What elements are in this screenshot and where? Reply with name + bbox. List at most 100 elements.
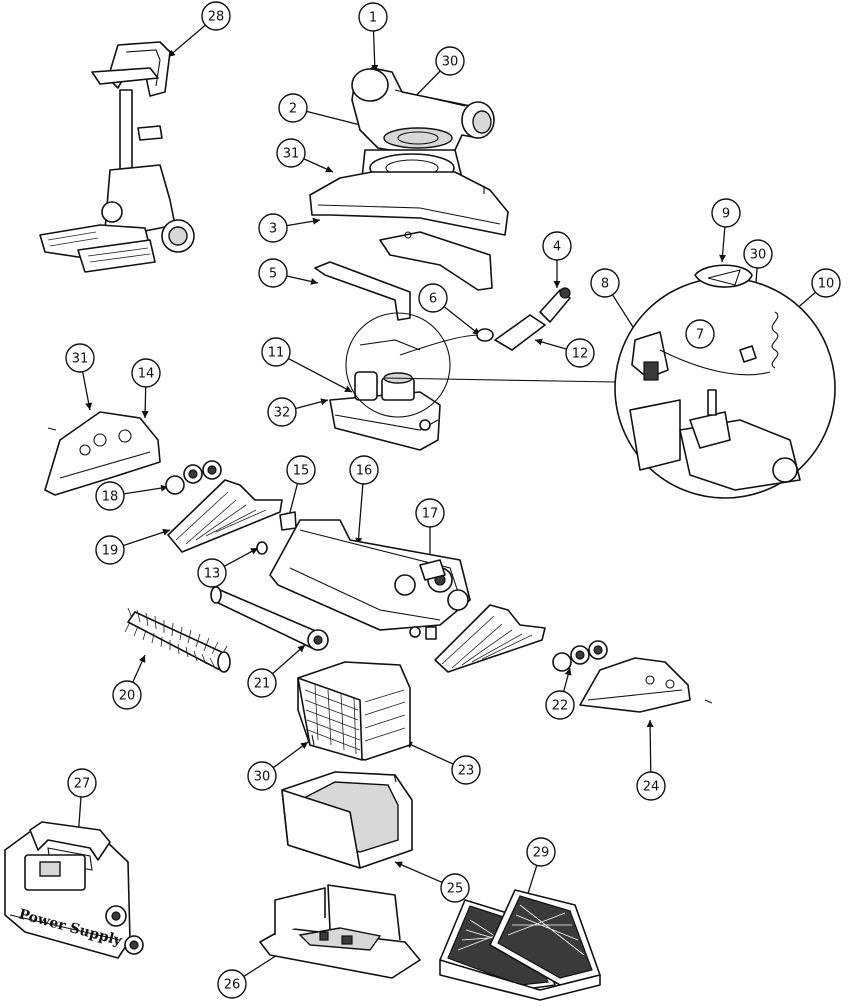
callout-20: 20 — [112, 680, 142, 710]
leader-arrow-11 — [344, 385, 352, 392]
callout-number: 10 — [818, 277, 835, 292]
callout-27: 27 — [67, 768, 97, 798]
callout-number: 8 — [601, 277, 609, 292]
leader-arrow-18 — [160, 484, 168, 492]
callout-circle — [418, 283, 448, 313]
drive-wheels-right — [552, 640, 608, 672]
callout-number: 2 — [289, 102, 297, 117]
callout-circle — [67, 768, 97, 798]
callout-26: 26 — [217, 969, 247, 999]
callout-number: 28 — [208, 10, 225, 25]
leader-line-25 — [394, 861, 443, 884]
leader-arrow-31 — [85, 402, 93, 410]
callout-number: 24 — [643, 780, 660, 795]
callout-22: 22 — [545, 690, 575, 720]
callout-circle — [565, 338, 595, 368]
callout-30: 30 — [743, 239, 773, 269]
leader-arrow-13 — [250, 548, 258, 555]
leader-arrow-25 — [395, 861, 403, 868]
callout-30: 30 — [247, 761, 277, 791]
leader-arrow-30 — [300, 742, 308, 749]
leader-arrow-3 — [312, 217, 320, 225]
leader-arrow-22 — [564, 668, 572, 676]
brush — [124, 607, 231, 673]
callout-circle — [435, 46, 465, 76]
leader-arrow-19 — [162, 528, 170, 536]
callout-circle — [278, 93, 308, 123]
callout-19: 19 — [95, 535, 125, 565]
callout-circle — [201, 1, 231, 31]
callout-28: 28 — [201, 1, 231, 31]
callout-circle — [258, 258, 288, 288]
right-side-panel — [579, 657, 713, 713]
callout-number: 29 — [533, 846, 550, 861]
cable-swivel — [399, 287, 571, 356]
track-left — [167, 479, 283, 553]
callout-circle — [542, 231, 572, 261]
callout-circle — [261, 337, 291, 367]
callout-number: 30 — [442, 55, 459, 70]
track-right — [434, 604, 546, 673]
callout-number: 12 — [572, 347, 589, 362]
callout-number: 21 — [254, 677, 271, 692]
callout-11: 11 — [261, 337, 291, 367]
leader-line-28 — [167, 24, 206, 58]
leader-arrow-4 — [553, 281, 561, 288]
power-supply: Power Supply — [4, 821, 144, 959]
callout-number: 18 — [102, 490, 119, 505]
callout-18: 18 — [95, 481, 125, 511]
leader-arrow-5 — [310, 278, 318, 285]
callout-3: 3 — [258, 213, 288, 243]
leader-line-24 — [649, 719, 652, 773]
caddy-cart — [39, 41, 195, 273]
drive-wheels-left — [165, 460, 222, 495]
callout-21: 21 — [247, 668, 277, 698]
callout-29: 29 — [526, 837, 556, 867]
callout-1: 1 — [358, 2, 388, 32]
callout-number: 7 — [696, 328, 704, 343]
callout-circle — [415, 498, 445, 528]
callout-23: 23 — [451, 755, 481, 785]
callout-2: 2 — [278, 93, 308, 123]
callout-circle — [743, 239, 773, 269]
callout-32: 32 — [267, 397, 297, 427]
callout-number: 13 — [204, 567, 221, 582]
callout-7: 7 — [685, 319, 715, 349]
callout-number: 32 — [274, 406, 291, 421]
callout-circle — [526, 837, 556, 867]
callout-number: 11 — [268, 346, 285, 361]
callout-circle — [685, 319, 715, 349]
callout-number: 26 — [224, 978, 241, 993]
callout-circle — [131, 358, 161, 388]
filter-basket — [297, 661, 411, 761]
callout-circle — [636, 771, 666, 801]
leader-line-16 — [357, 483, 364, 546]
callout-6: 6 — [418, 283, 448, 313]
callout-14: 14 — [131, 358, 161, 388]
left-side-panel — [44, 411, 161, 496]
leader-line-6 — [443, 306, 481, 336]
callout-31: 31 — [276, 138, 306, 168]
callout-number: 20 — [119, 689, 136, 704]
base-tray — [259, 884, 421, 979]
callout-circle — [811, 268, 841, 298]
leader-line-19 — [123, 529, 171, 547]
callout-24: 24 — [636, 771, 666, 801]
callout-circle — [590, 268, 620, 298]
filter-cartridges — [439, 889, 601, 1001]
callout-circle — [247, 761, 277, 791]
callout-number: 14 — [138, 367, 155, 382]
callout-circle — [358, 2, 388, 32]
leader-arrow-20 — [138, 655, 146, 663]
callout-number: 22 — [552, 699, 569, 714]
callout-5: 5 — [258, 258, 288, 288]
callout-circle — [197, 558, 227, 588]
callout-circle — [217, 969, 247, 999]
top-cover — [309, 171, 509, 291]
top-handle-assembly — [351, 67, 495, 156]
callout-number: 30 — [254, 770, 271, 785]
callout-number: 15 — [293, 464, 310, 479]
callout-13: 13 — [197, 558, 227, 588]
callout-number: 5 — [269, 267, 277, 282]
